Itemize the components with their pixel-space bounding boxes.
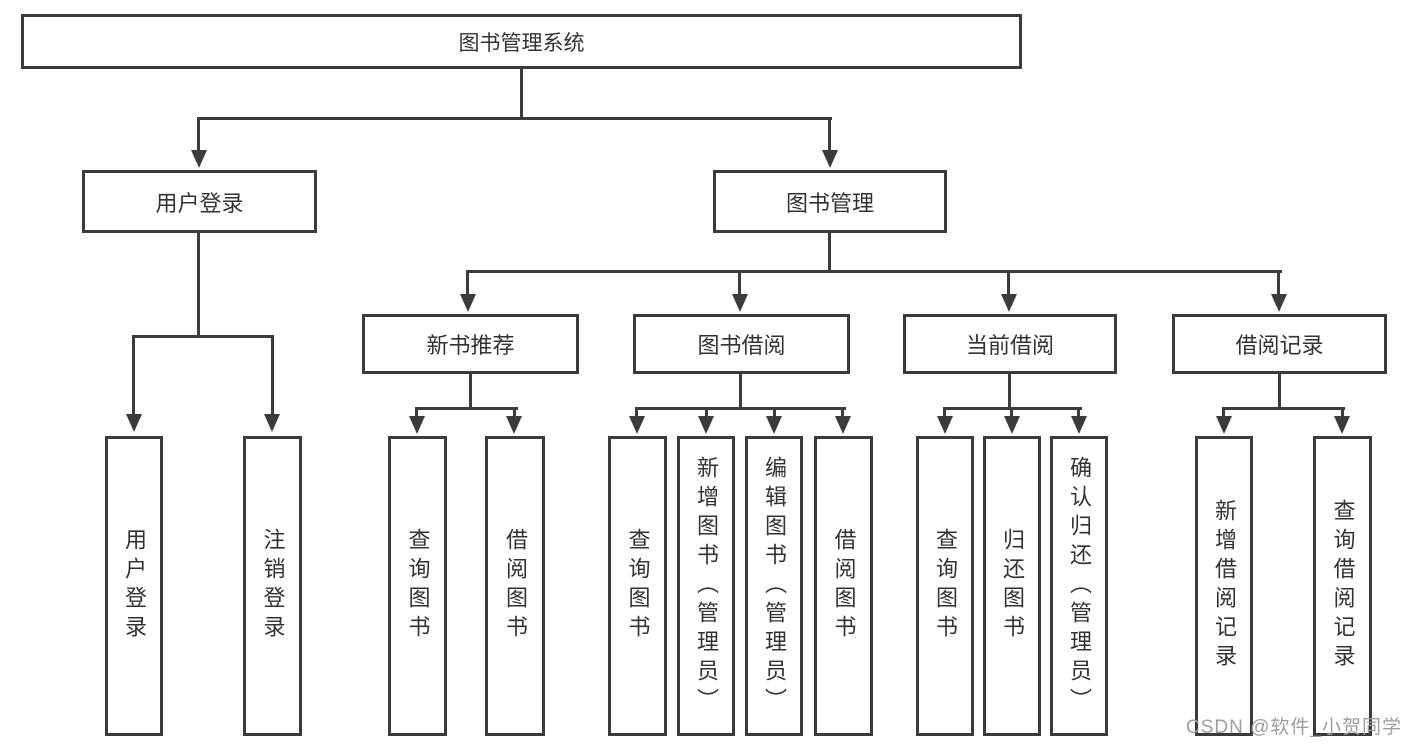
leaf-user-login-label: 用户登录 xyxy=(122,528,147,644)
leaf-logout-label: 注销登录 xyxy=(260,528,286,644)
connector-drop xyxy=(1010,407,1013,418)
arrowhead-down-icon xyxy=(1004,416,1020,434)
connector-newbookrec-trunk xyxy=(469,372,472,410)
arrowhead-down-icon xyxy=(1334,416,1350,434)
node-borrow-record: 借阅记录 xyxy=(1172,314,1387,374)
arrowhead-down-icon xyxy=(835,416,851,434)
connector-drop xyxy=(513,407,516,418)
arrowhead-down-icon xyxy=(264,414,280,432)
leaf-query-book-a-label: 查询图书 xyxy=(405,528,431,644)
connector-currentborrow-trunk xyxy=(1008,372,1011,410)
arrowhead-down-icon xyxy=(191,150,207,168)
leaf-user-login: 用户登录 xyxy=(105,436,163,736)
connector-drop xyxy=(415,407,418,418)
arrowhead-down-icon xyxy=(698,416,714,434)
leaf-borrow-book-a-label: 借阅图书 xyxy=(503,528,528,644)
csdn-watermark: CSDN @软件_小贺同学 xyxy=(1186,717,1402,738)
node-new-book-rec-label: 新书推荐 xyxy=(426,333,515,358)
leaf-return-book: 归还图书 xyxy=(983,436,1041,736)
leaf-query-book-c: 查询图书 xyxy=(916,436,974,736)
connector-root-trunk xyxy=(520,66,523,118)
arrowhead-down-icon xyxy=(732,294,748,312)
node-current-borrow-label: 当前借阅 xyxy=(965,333,1054,358)
connector-drop-user-login xyxy=(197,117,200,152)
connector-bookborrow-bar xyxy=(635,407,846,410)
connector-drop-l4-user-login xyxy=(132,335,135,416)
connector-drop xyxy=(1341,407,1344,418)
connector-drop xyxy=(943,407,946,418)
node-book-borrow: 图书借阅 xyxy=(633,314,850,374)
arrowhead-down-icon xyxy=(409,416,425,434)
connector-borrowrecord-trunk xyxy=(1278,372,1281,410)
connector-newbookrec-bar xyxy=(415,407,518,410)
arrowhead-down-icon xyxy=(1271,294,1287,312)
connector-borrowrecord-bar xyxy=(1222,407,1345,410)
connector-userlogin-bar xyxy=(132,335,274,338)
leaf-edit-book-label: 编辑图书（管理员） xyxy=(762,455,787,717)
node-new-book-rec: 新书推荐 xyxy=(362,314,579,374)
leaf-query-book-b-label: 查询图书 xyxy=(625,528,651,644)
leaf-query-book-a: 查询图书 xyxy=(388,436,447,736)
connector-drop-new-book-rec xyxy=(466,270,469,296)
leaf-edit-book: 编辑图书（管理员） xyxy=(745,436,803,736)
arrowhead-down-icon xyxy=(766,416,782,434)
arrowhead-down-icon xyxy=(460,294,476,312)
arrowhead-down-icon xyxy=(1216,416,1232,434)
connector-drop-current-borrow xyxy=(1007,270,1010,296)
leaf-borrow-book-b-label: 借阅图书 xyxy=(831,528,857,644)
leaf-add-book-label: 新增图书（管理员） xyxy=(694,455,719,717)
leaf-borrow-book-a: 借阅图书 xyxy=(485,436,545,736)
arrowhead-down-icon xyxy=(937,416,953,434)
node-borrow-record-label: 借阅记录 xyxy=(1235,333,1324,358)
arrowhead-down-icon xyxy=(506,416,522,434)
connector-drop xyxy=(841,407,844,418)
leaf-logout: 注销登录 xyxy=(243,436,302,736)
leaf-query-book-b: 查询图书 xyxy=(608,436,667,736)
leaf-add-book: 新增图书（管理员） xyxy=(677,436,735,736)
node-book-mgmt-label: 图书管理 xyxy=(785,190,874,216)
connector-userlogin-trunk xyxy=(197,231,200,337)
connector-drop-book-borrow xyxy=(738,270,741,296)
connector-bookmgmt-trunk xyxy=(828,231,831,273)
arrowhead-down-icon xyxy=(126,414,142,432)
leaf-borrow-book-b: 借阅图书 xyxy=(814,436,873,736)
node-user-login-label: 用户登录 xyxy=(155,190,244,216)
connector-drop-l4-logout xyxy=(271,335,274,416)
leaf-return-book-label: 归还图书 xyxy=(1000,528,1025,644)
connector-bookmgmt-bar xyxy=(466,270,1282,273)
connector-drop xyxy=(705,407,708,418)
node-root: 图书管理系统 xyxy=(21,14,1022,69)
connector-drop xyxy=(1222,407,1225,418)
leaf-query-record: 查询借阅记录 xyxy=(1313,436,1372,736)
node-user-login: 用户登录 xyxy=(82,170,317,233)
arrowhead-down-icon xyxy=(822,150,838,168)
leaf-add-record: 新增借阅记录 xyxy=(1195,436,1253,736)
arrowhead-down-icon xyxy=(1001,294,1017,312)
connector-drop-borrow-record xyxy=(1277,270,1280,296)
arrowhead-down-icon xyxy=(629,416,645,434)
node-book-borrow-label: 图书借阅 xyxy=(697,333,786,358)
leaf-add-record-label: 新增借阅记录 xyxy=(1212,499,1237,673)
connector-drop xyxy=(1077,407,1080,418)
leaf-query-book-c-label: 查询图书 xyxy=(933,528,958,644)
leaf-confirm-return: 确认归还（管理员） xyxy=(1050,436,1108,736)
connector-drop-book-mgmt xyxy=(828,117,831,152)
connector-drop xyxy=(635,407,638,418)
node-root-label: 图书管理系统 xyxy=(458,31,585,55)
arrowhead-down-icon xyxy=(1071,416,1087,434)
connector-root-bar xyxy=(197,117,832,120)
leaf-confirm-return-label: 确认归还（管理员） xyxy=(1067,455,1092,717)
node-book-mgmt: 图书管理 xyxy=(713,170,947,233)
leaf-query-record-label: 查询借阅记录 xyxy=(1330,499,1356,673)
node-current-borrow: 当前借阅 xyxy=(903,314,1117,374)
connector-bookborrow-trunk xyxy=(739,372,742,410)
connector-drop xyxy=(773,407,776,418)
